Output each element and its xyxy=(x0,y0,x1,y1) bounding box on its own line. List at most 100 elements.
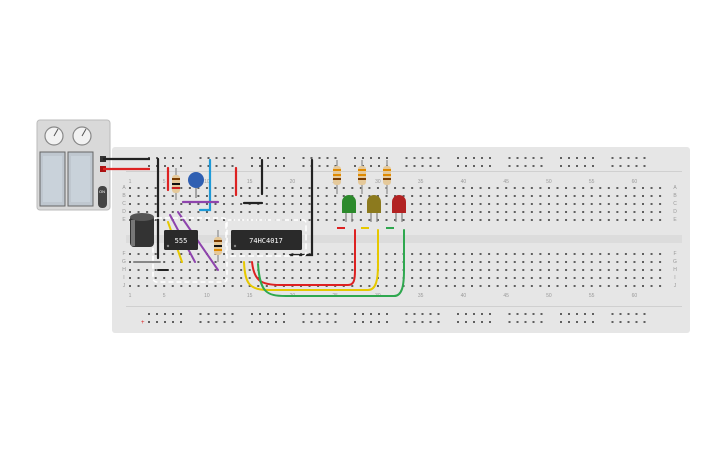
breadboard-hole[interactable] xyxy=(137,211,140,213)
breadboard-hole[interactable] xyxy=(522,219,525,221)
breadboard-hole[interactable] xyxy=(378,157,380,159)
breadboard-hole[interactable] xyxy=(274,203,277,205)
breadboard-hole[interactable] xyxy=(215,321,218,323)
breadboard-hole[interactable] xyxy=(616,211,619,213)
breadboard-hole[interactable] xyxy=(462,219,465,221)
breadboard-hole[interactable] xyxy=(300,187,302,189)
breadboard-hole[interactable] xyxy=(171,253,174,255)
resistor-3[interactable] xyxy=(333,160,341,194)
breadboard-hole[interactable] xyxy=(180,211,183,213)
breadboard-hole[interactable] xyxy=(248,253,251,255)
breadboard-hole[interactable] xyxy=(207,165,210,167)
power-supply[interactable]: ON xyxy=(36,119,111,211)
breadboard-hole[interactable] xyxy=(231,269,234,271)
breadboard-hole[interactable] xyxy=(457,157,459,159)
breadboard-hole[interactable] xyxy=(488,277,491,279)
breadboard-hole[interactable] xyxy=(385,203,388,205)
breadboard-hole[interactable] xyxy=(317,269,320,271)
breadboard-hole[interactable] xyxy=(402,219,405,221)
breadboard-hole[interactable] xyxy=(207,157,210,159)
breadboard-hole[interactable] xyxy=(530,203,533,205)
breadboard-hole[interactable] xyxy=(265,285,268,287)
breadboard-hole[interactable] xyxy=(148,321,150,323)
breadboard-hole[interactable] xyxy=(248,211,251,213)
breadboard-hole[interactable] xyxy=(197,203,200,205)
breadboard-hole[interactable] xyxy=(188,195,191,197)
breadboard-hole[interactable] xyxy=(590,261,593,263)
breadboard-hole[interactable] xyxy=(342,187,345,189)
breadboard-hole[interactable] xyxy=(302,157,305,159)
breadboard-hole[interactable] xyxy=(642,203,644,205)
breadboard-hole[interactable] xyxy=(607,211,610,213)
breadboard-hole[interactable] xyxy=(154,269,157,271)
breadboard-hole[interactable] xyxy=(164,157,166,159)
breadboard-hole[interactable] xyxy=(146,195,149,197)
breadboard-hole[interactable] xyxy=(342,195,345,197)
breadboard-hole[interactable] xyxy=(513,211,516,213)
breadboard-hole[interactable] xyxy=(481,157,483,159)
breadboard-hole[interactable] xyxy=(505,269,508,271)
breadboard-hole[interactable] xyxy=(627,321,630,323)
breadboard-hole[interactable] xyxy=(274,211,277,213)
breadboard-hole[interactable] xyxy=(539,187,542,189)
wire-yellow-led[interactable] xyxy=(243,229,379,291)
breadboard-hole[interactable] xyxy=(378,313,380,315)
breadboard-hole[interactable] xyxy=(308,277,311,279)
breadboard-hole[interactable] xyxy=(643,157,646,159)
breadboard-hole[interactable] xyxy=(624,211,627,213)
breadboard-hole[interactable] xyxy=(539,219,542,221)
breadboard-hole[interactable] xyxy=(419,211,422,213)
breadboard-hole[interactable] xyxy=(421,157,424,159)
breadboard-hole[interactable] xyxy=(240,211,243,213)
breadboard-hole[interactable] xyxy=(659,285,662,287)
breadboard-hole[interactable] xyxy=(489,165,491,167)
breadboard-hole[interactable] xyxy=(436,219,439,221)
breadboard-hole[interactable] xyxy=(394,219,397,221)
breadboard-hole[interactable] xyxy=(547,187,550,189)
breadboard-hole[interactable] xyxy=(283,165,285,167)
breadboard-hole[interactable] xyxy=(248,269,251,271)
breadboard-hole[interactable] xyxy=(274,277,277,279)
breadboard-hole[interactable] xyxy=(445,261,448,263)
breadboard-hole[interactable] xyxy=(624,261,627,263)
breadboard-hole[interactable] xyxy=(473,165,475,167)
breadboard-hole[interactable] xyxy=(257,253,260,255)
breadboard-hole[interactable] xyxy=(488,261,491,263)
breadboard-hole[interactable] xyxy=(148,313,150,315)
breadboard-hole[interactable] xyxy=(248,285,251,287)
breadboard-hole[interactable] xyxy=(171,269,174,271)
breadboard-hole[interactable] xyxy=(251,313,253,315)
breadboard-hole[interactable] xyxy=(146,211,149,213)
breadboard-hole[interactable] xyxy=(223,219,226,221)
breadboard-hole[interactable] xyxy=(462,277,465,279)
breadboard-hole[interactable] xyxy=(318,313,321,315)
breadboard-hole[interactable] xyxy=(556,261,559,263)
breadboard-hole[interactable] xyxy=(334,195,337,197)
breadboard-hole[interactable] xyxy=(419,219,422,221)
breadboard-hole[interactable] xyxy=(163,253,166,255)
breadboard-hole[interactable] xyxy=(479,211,482,213)
breadboard-hole[interactable] xyxy=(137,195,140,197)
breadboard-hole[interactable] xyxy=(300,277,302,279)
breadboard-hole[interactable] xyxy=(590,195,593,197)
breadboard-hole[interactable] xyxy=(214,269,217,271)
breadboard-hole[interactable] xyxy=(308,203,311,205)
breadboard-hole[interactable] xyxy=(205,187,208,189)
breadboard-hole[interactable] xyxy=(508,321,511,323)
breadboard-hole[interactable] xyxy=(351,285,354,287)
breadboard-hole[interactable] xyxy=(291,211,294,213)
breadboard-hole[interactable] xyxy=(481,313,483,315)
breadboard-hole[interactable] xyxy=(524,165,527,167)
breadboard-hole[interactable] xyxy=(154,277,157,279)
breadboard-hole[interactable] xyxy=(607,277,610,279)
breadboard-hole[interactable] xyxy=(453,285,456,287)
breadboard-hole[interactable] xyxy=(457,321,459,323)
breadboard-hole[interactable] xyxy=(163,211,166,213)
breadboard-hole[interactable] xyxy=(479,277,482,279)
breadboard-hole[interactable] xyxy=(624,219,627,221)
breadboard-hole[interactable] xyxy=(275,321,277,323)
breadboard-hole[interactable] xyxy=(359,285,362,287)
breadboard-hole[interactable] xyxy=(453,187,456,189)
breadboard-hole[interactable] xyxy=(334,269,337,271)
